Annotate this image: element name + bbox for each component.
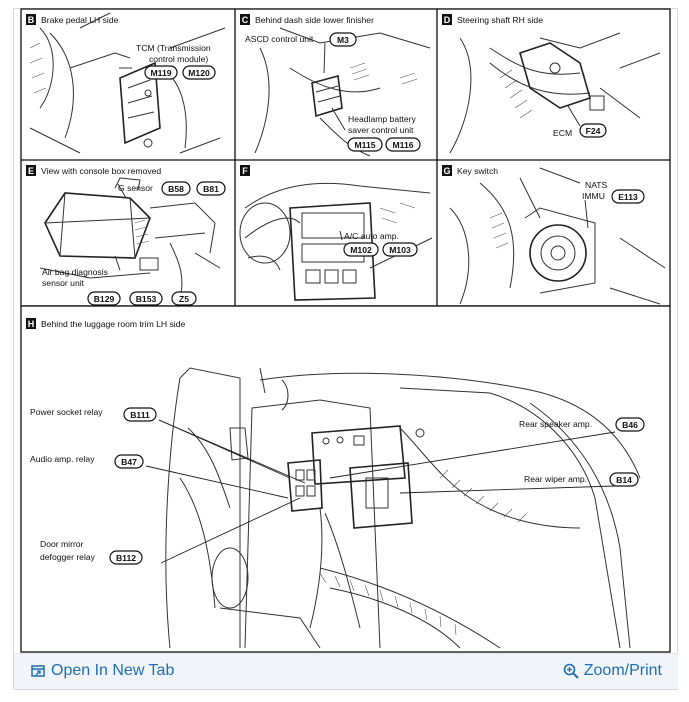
panel-f-letter: F bbox=[242, 166, 248, 176]
panel-h-label-rear-speaker: Rear speaker amp. bbox=[519, 419, 592, 429]
zoom-print-link[interactable]: Zoom/Print bbox=[563, 662, 662, 680]
zoom-print-label: Zoom/Print bbox=[583, 662, 662, 679]
connector-b14: B14 bbox=[616, 475, 632, 485]
panel-g-label-immu: IMMU bbox=[582, 191, 605, 201]
connector-m102: M102 bbox=[350, 245, 372, 255]
open-in-new-tab-icon bbox=[31, 665, 45, 677]
panel-h-label-power-socket: Power socket relay bbox=[30, 407, 103, 417]
panel-h-label-door-mirror-2: defogger relay bbox=[40, 552, 96, 562]
panel-e-label-g-sensor: G sensor bbox=[118, 183, 153, 193]
connector-b47: B47 bbox=[121, 457, 137, 467]
panel-c-label-ascd: ASCD control unit bbox=[245, 34, 314, 44]
panel-b-label-2: control module) bbox=[149, 54, 208, 64]
panel-f-label-ac: A/C auto amp. bbox=[344, 231, 399, 241]
connector-m116: M116 bbox=[392, 140, 413, 150]
connector-b58: B58 bbox=[168, 184, 184, 194]
panel-b-title: Brake pedal LH side bbox=[41, 15, 119, 25]
panel-b: B Brake pedal LH side TCM (Transmission … bbox=[26, 12, 226, 154]
open-in-new-tab-label: Open In New Tab bbox=[51, 662, 175, 679]
panel-c-letter: C bbox=[242, 15, 249, 25]
panel-c-label-headlamp-2: saver control unit bbox=[348, 125, 414, 135]
zoom-icon bbox=[563, 663, 579, 679]
panel-d: D Steering shaft RH side ECM F24 bbox=[442, 14, 661, 154]
panel-d-label-ecm: ECM bbox=[553, 128, 572, 138]
panel-e-letter: E bbox=[28, 166, 34, 176]
panel-h-label-rear-wiper: Rear wiper amp. bbox=[524, 474, 587, 484]
panel-h: H Behind the luggage room trim LH side bbox=[26, 318, 645, 649]
panel-g-label-nats: NATS bbox=[585, 180, 608, 190]
panel-h-letter: H bbox=[28, 319, 35, 329]
connector-b81: B81 bbox=[203, 184, 219, 194]
connector-f24: F24 bbox=[586, 126, 601, 136]
panel-g-title: Key switch bbox=[457, 166, 498, 176]
panel-e: E View with console box removed G sensor… bbox=[26, 165, 226, 306]
panel-c: C Behind dash side lower finisher ASCD c… bbox=[240, 14, 431, 157]
open-in-new-tab-link[interactable]: Open In New Tab bbox=[30, 662, 174, 680]
panel-e-label-airbag-1: Air bag diagnosis bbox=[42, 267, 108, 277]
panel-f: F A/C auto amp. M102 M103 bbox=[239, 165, 433, 301]
connector-m119: M119 bbox=[150, 68, 171, 78]
connector-b112: B112 bbox=[116, 553, 136, 563]
connector-m3: M3 bbox=[337, 35, 349, 45]
connector-m120: M120 bbox=[188, 68, 210, 78]
connector-z5: Z5 bbox=[179, 294, 189, 304]
wiring-location-diagram: B Brake pedal LH side TCM (Transmission … bbox=[20, 8, 671, 653]
panel-e-label-airbag-2: sensor unit bbox=[42, 278, 85, 288]
panel-c-title: Behind dash side lower finisher bbox=[255, 15, 374, 25]
panel-c-label-headlamp-1: Headlamp battery bbox=[348, 114, 417, 124]
panel-d-letter: D bbox=[444, 15, 451, 25]
panel-b-label-1: TCM (Transmission bbox=[136, 43, 211, 53]
connector-b111: B111 bbox=[130, 410, 150, 420]
panel-b-letter: B bbox=[28, 15, 35, 25]
panel-h-title: Behind the luggage room trim LH side bbox=[41, 319, 185, 329]
panel-h-label-audio-amp: Audio amp. relay bbox=[30, 454, 95, 464]
image-footer: Open In New Tab Zoom/Print bbox=[14, 653, 678, 689]
panel-e-title: View with console box removed bbox=[41, 166, 161, 176]
panel-d-title: Steering shaft RH side bbox=[457, 15, 543, 25]
connector-m115: M115 bbox=[354, 140, 375, 150]
connector-b129: B129 bbox=[94, 294, 115, 304]
connector-b46: B46 bbox=[622, 420, 638, 430]
connector-b153: B153 bbox=[136, 294, 157, 304]
panel-g: G Key switch NATS IMMU E113 bbox=[442, 165, 666, 305]
panel-g-letter: G bbox=[443, 166, 450, 176]
connector-m103: M103 bbox=[389, 245, 411, 255]
panel-h-label-door-mirror-1: Door mirror bbox=[40, 539, 84, 549]
connector-e113: E113 bbox=[618, 192, 638, 202]
